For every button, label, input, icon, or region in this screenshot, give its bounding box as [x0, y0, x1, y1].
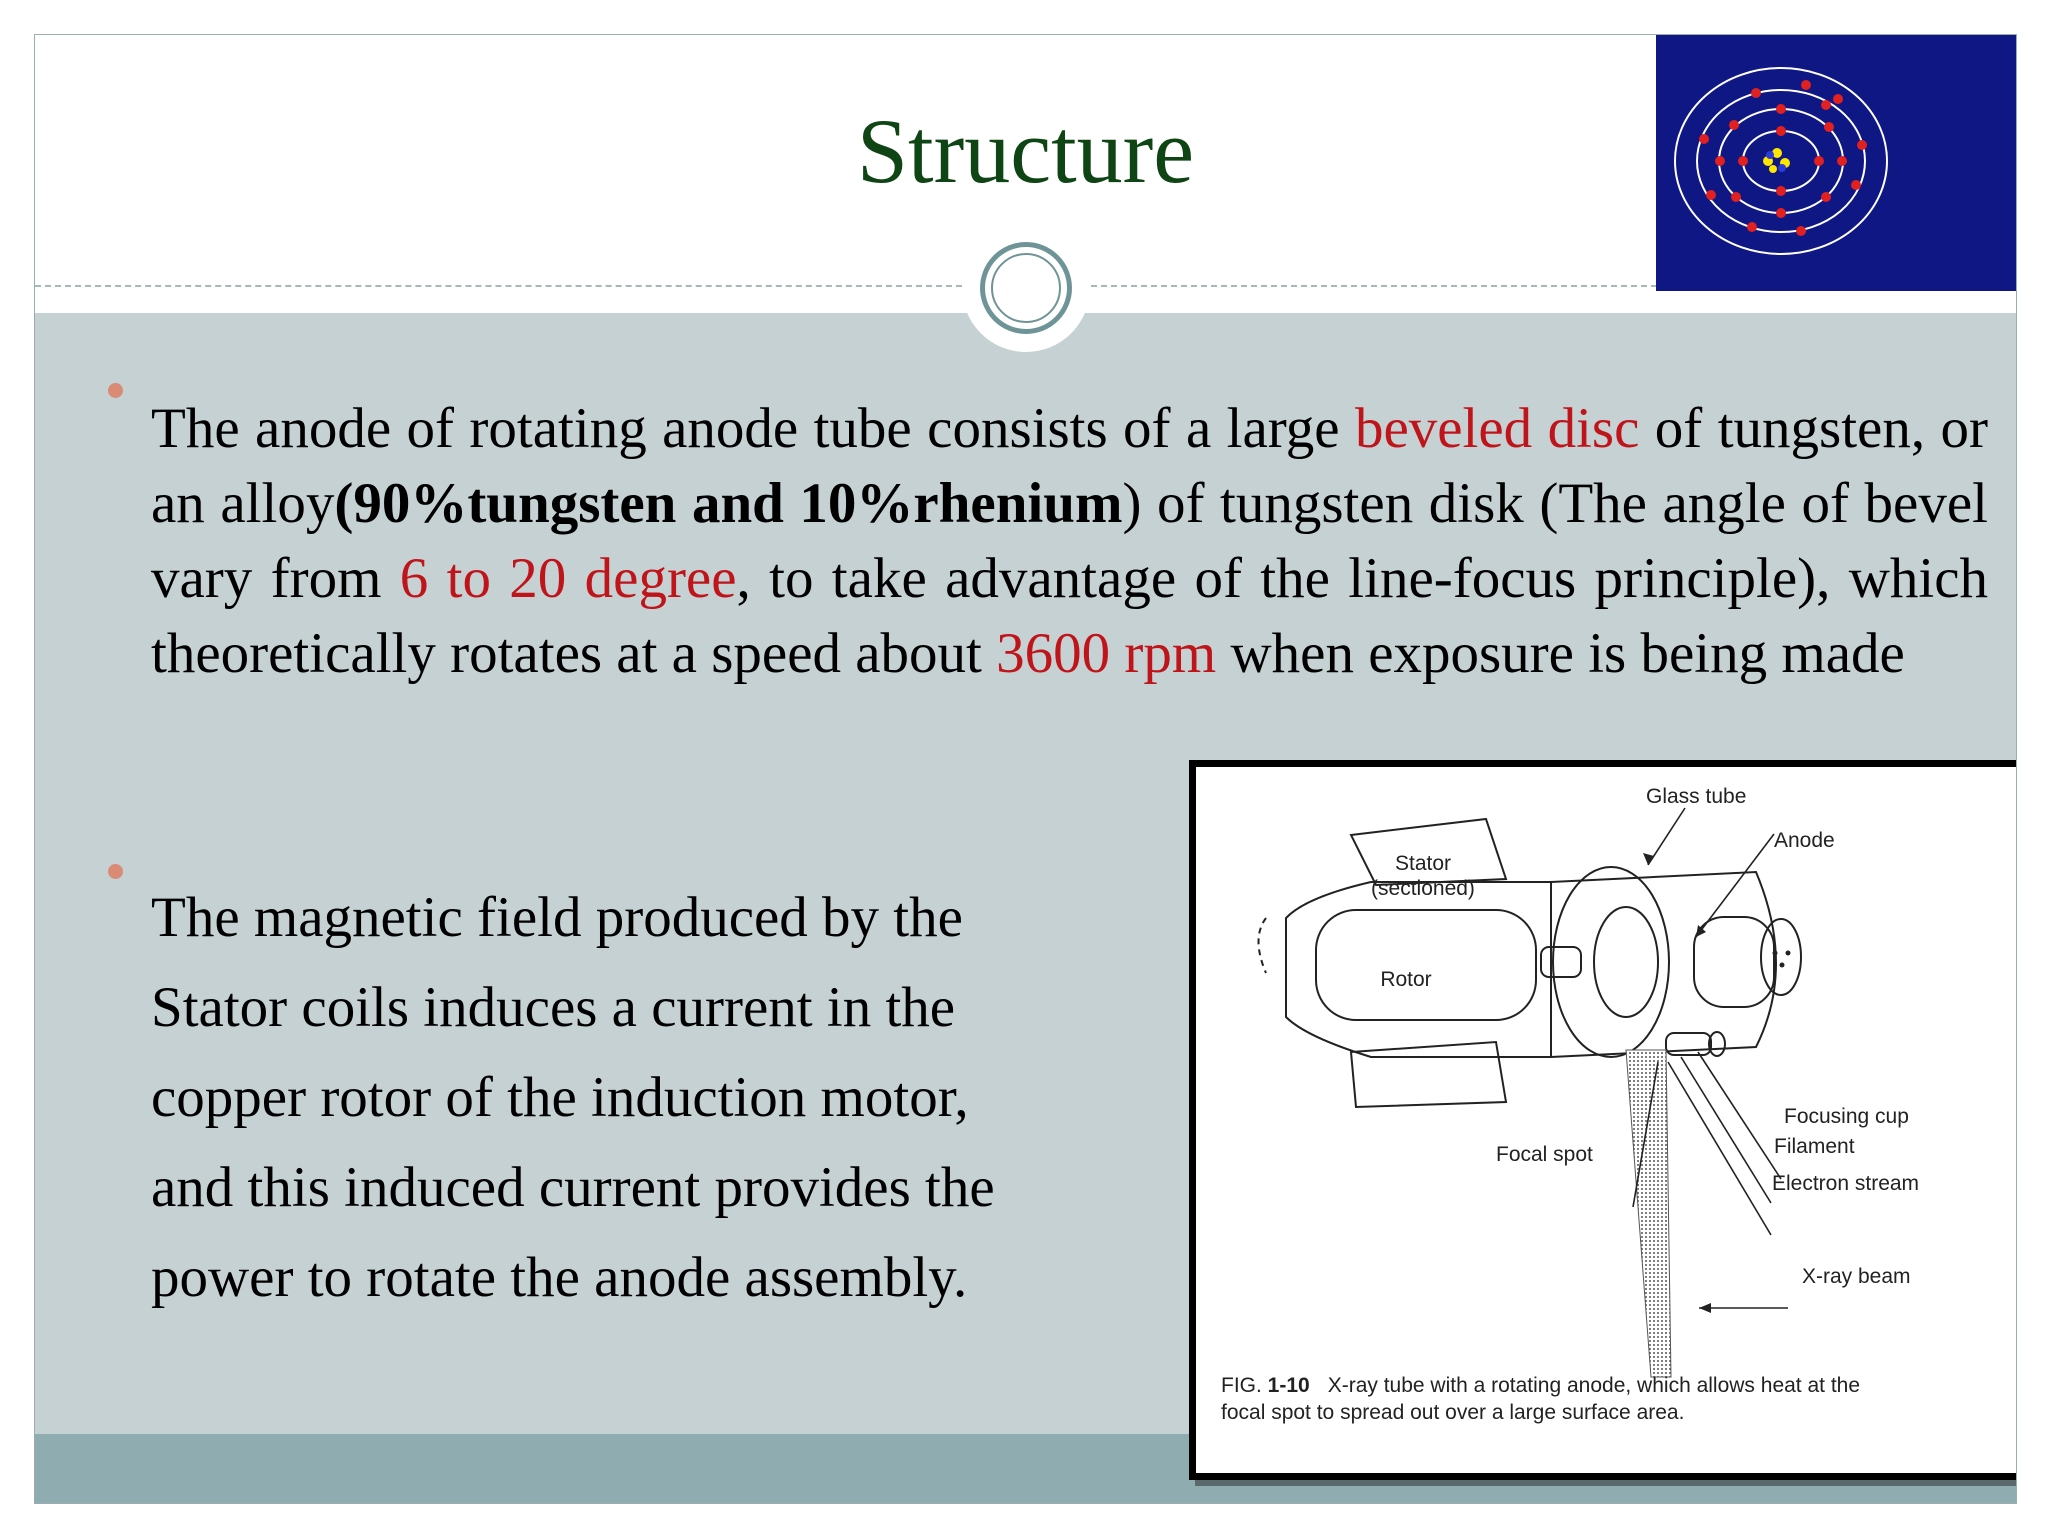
- bullet1-highlight-rpm: 3600 rpm: [996, 622, 1217, 685]
- bullet-marker: [108, 864, 123, 879]
- anode-disc: [1552, 866, 1670, 1058]
- caption-fig-number: 1-10: [1268, 1374, 1310, 1397]
- bullet-marker: [108, 383, 123, 398]
- leader-glass-tube: [1647, 807, 1686, 866]
- bullet1-text: The anode of rotating anode tube consist…: [151, 397, 1355, 460]
- bullet1-bold-alloy: (90%tungsten and 10%rhenium: [334, 472, 1123, 535]
- rotor-body: [1315, 909, 1537, 1021]
- stator-upper: [1349, 817, 1508, 887]
- caption-text: X-ray tube with a rotating anode, which …: [1328, 1374, 1860, 1397]
- bullet1-highlight-beveled-disc: beveled disc: [1354, 397, 1640, 460]
- title-ornament-ring: [980, 242, 1072, 334]
- bullet1-text: ) of tungsten disk (The angle of bevel v…: [151, 472, 1988, 610]
- bullet-text-anode: The anode of rotating anode tube consist…: [151, 391, 1988, 691]
- cathode-end: [1760, 918, 1802, 996]
- label-glass-tube: Glass tube: [1646, 785, 1746, 808]
- bullet2-line: power to rotate the anode assembly.: [151, 1246, 968, 1309]
- bullet1-highlight-angle: 6 to 20 degree: [399, 547, 737, 610]
- anode-stem: [1540, 946, 1582, 978]
- anode-center: [1593, 906, 1659, 1018]
- arrowhead: [1699, 1303, 1711, 1313]
- focusing-cup-shape: [1665, 1032, 1712, 1056]
- bullet1-text: of tungsten, or an alloy: [151, 397, 1988, 535]
- leader-anode: [1695, 833, 1775, 938]
- leader-electron-stream: [1667, 1061, 1772, 1236]
- bullet2-line: The magnetic field produced by the: [151, 886, 963, 949]
- label-rotor: Rotor: [1380, 968, 1431, 991]
- label-focal-spot: Focal spot: [1496, 1143, 1593, 1166]
- cathode-assembly: [1693, 916, 1775, 1008]
- label-stator: Stator: [1395, 852, 1451, 875]
- figure-caption-line2: focal spot to spread out over a large su…: [1221, 1401, 1684, 1424]
- atom-icon: [1674, 67, 1888, 255]
- label-anode: Anode: [1774, 829, 1835, 852]
- bullet1-text: when exposure is being made: [1216, 622, 1905, 685]
- arrowhead: [1643, 853, 1654, 865]
- glass-envelope-right: [1550, 870, 1777, 1058]
- filament-shape: [1708, 1031, 1726, 1057]
- xray-tube-figure: Glass tube Anode Stator (sectioned) Roto…: [1189, 760, 2016, 1480]
- slide: Structure The ano: [34, 34, 2017, 1504]
- label-electron-stream: Electron stream: [1772, 1172, 1919, 1195]
- bullet2-line: and this induced current provides the: [151, 1156, 995, 1219]
- leader-filament: [1680, 1056, 1772, 1204]
- label-xray-beam: X-ray beam: [1802, 1265, 1911, 1288]
- bullet2-line: Stator coils induces a current in the: [151, 976, 956, 1039]
- label-filament: Filament: [1774, 1135, 1855, 1158]
- bullet-text-stator: The magnetic field produced by the Stato…: [151, 873, 1131, 1323]
- caption-fig-prefix: FIG.: [1221, 1374, 1268, 1397]
- slide-title: Structure: [856, 100, 1195, 202]
- label-focusing-cup: Focusing cup: [1784, 1105, 1909, 1128]
- bullet1-text: , to take advantage of the line-focus pr…: [151, 547, 1988, 685]
- xray-tube-diagram: Glass tube Anode Stator (sectioned) Roto…: [1221, 785, 1919, 1424]
- leader-focusing-cup: [1697, 1051, 1782, 1180]
- leader-focal-spot: [1632, 1061, 1659, 1208]
- arrowhead: [1696, 925, 1706, 937]
- title-divider-right: [1091, 285, 1687, 287]
- label-stator-sectioned: (sectioned): [1371, 877, 1475, 900]
- bullet2-line: copper rotor of the induction motor,: [151, 1066, 969, 1129]
- atom-logo: [1656, 35, 2016, 291]
- rotation-arrow: [1257, 917, 1267, 974]
- stator-lower: [1349, 1040, 1508, 1109]
- title-divider-left: [35, 285, 972, 287]
- figure-caption-line1: FIG. 1-10 X-ray tube with a rotating anod…: [1221, 1374, 1860, 1397]
- xray-beam-shape: [1625, 1049, 1672, 1378]
